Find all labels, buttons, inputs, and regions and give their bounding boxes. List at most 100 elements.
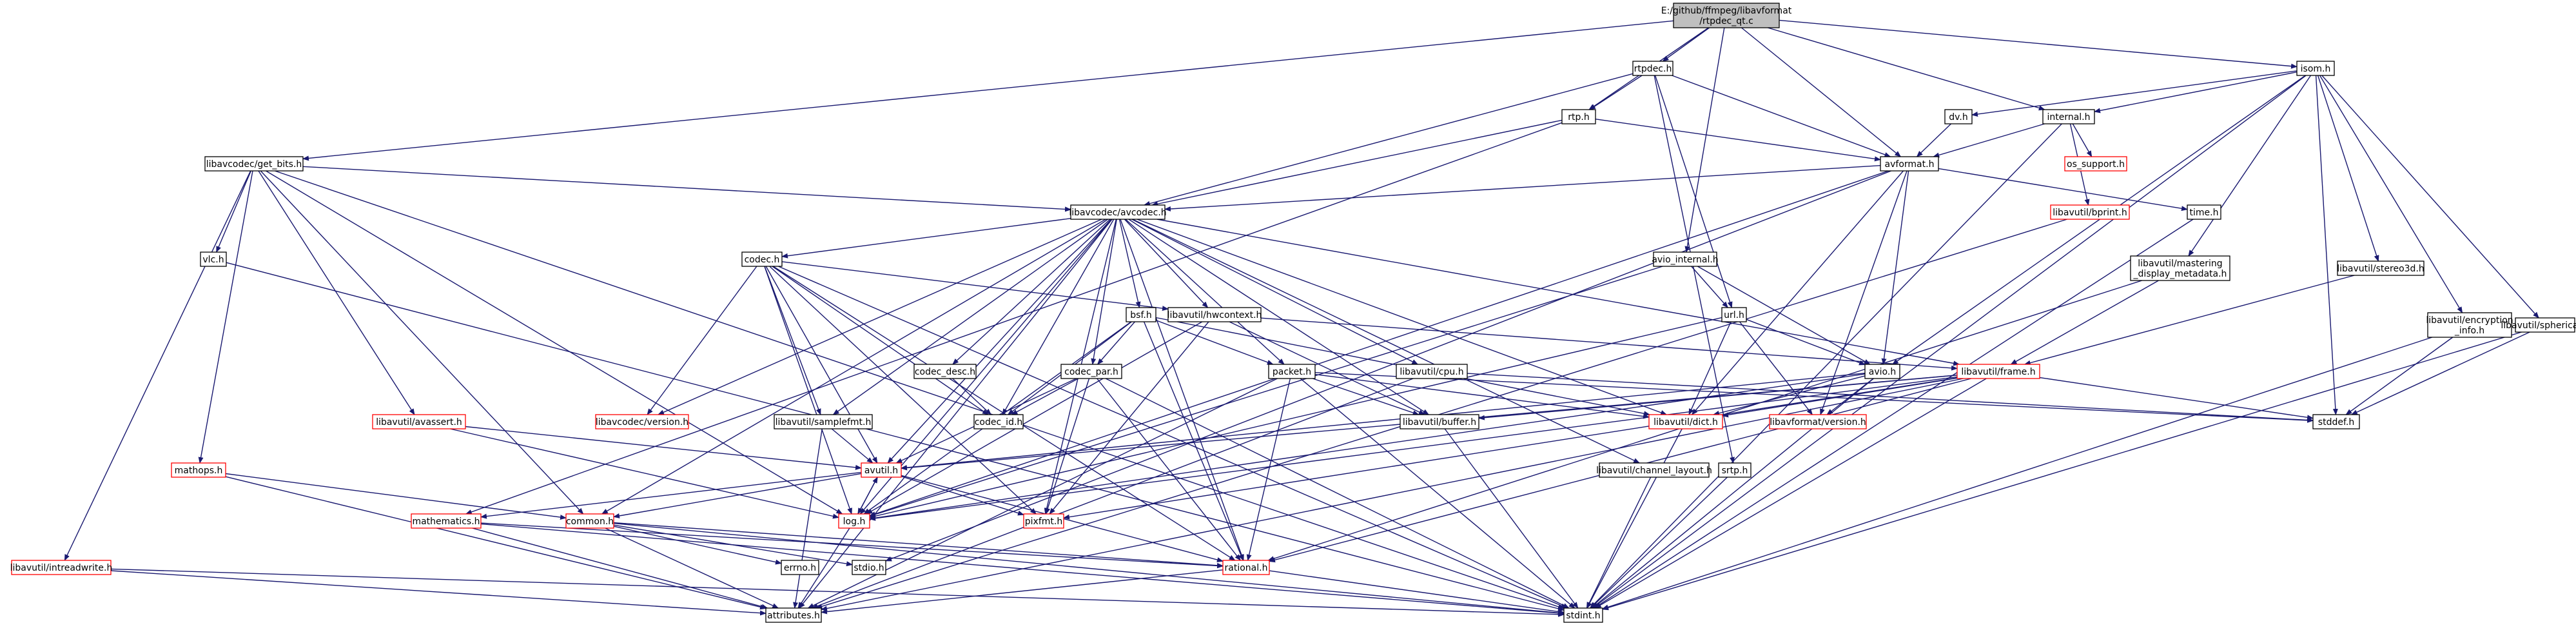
node-cpu[interactable]: libavutil/cpu.h bbox=[1396, 364, 1468, 379]
node-intreadwrite[interactable]: libavutil/intreadwrite.h bbox=[10, 560, 113, 575]
node-label: codec_par.h bbox=[1064, 367, 1118, 377]
node-label: libavutil/bprint.h bbox=[2053, 208, 2127, 218]
node-lavf_version[interactable]: libavformat/version.h bbox=[1769, 414, 1867, 429]
node-stdio[interactable]: stdio.h bbox=[852, 560, 886, 575]
node-box bbox=[1060, 364, 1122, 379]
node-avassert[interactable]: libavutil/avassert.h bbox=[372, 414, 466, 429]
edge-avcodec-to-hwcontext bbox=[1124, 219, 1209, 308]
node-box bbox=[2337, 261, 2425, 276]
edge-avcodec-to-packet bbox=[1125, 219, 1285, 365]
edge-avio_internal-to-log bbox=[869, 266, 1663, 517]
node-box bbox=[2130, 255, 2230, 281]
node-rtpdec[interactable]: rtpdec.h bbox=[1632, 61, 1673, 76]
node-lavc_version[interactable]: libavcodec/version.h bbox=[595, 414, 689, 429]
node-avcodec[interactable]: libavcodec/avcodec.h bbox=[1069, 204, 1167, 220]
node-mathematics[interactable]: mathematics.h bbox=[411, 513, 482, 529]
edge-isom-to-internal bbox=[2094, 72, 2298, 113]
node-frame[interactable]: libavutil/frame.h bbox=[1956, 364, 2040, 379]
edge-frame-to-stdint bbox=[1594, 378, 1987, 609]
node-stddef[interactable]: stddef.h bbox=[2312, 414, 2360, 429]
edge-encryption-to-stdint bbox=[1602, 337, 2433, 610]
node-stereo3d[interactable]: libavutil/stereo3d.h bbox=[2337, 261, 2425, 276]
edge-isom-to-dv bbox=[1971, 70, 2298, 117]
node-codec_desc[interactable]: codec_desc.h bbox=[913, 364, 977, 379]
node-bsf[interactable]: bsf.h bbox=[1126, 307, 1156, 322]
edge-avformat-to-log bbox=[869, 170, 1889, 517]
node-label: rational.h bbox=[1225, 563, 1268, 573]
edge-avcodec-to-common bbox=[601, 219, 1106, 515]
edge-rtpdec_qt-to-avio_internal bbox=[1684, 27, 1725, 253]
node-box bbox=[1632, 61, 1673, 76]
node-label: libavutil/frame.h bbox=[1961, 367, 2035, 377]
node-channel_layout[interactable]: libavutil/channel_layout.h bbox=[1596, 462, 1712, 478]
node-stdint[interactable]: stdint.h bbox=[1563, 607, 1603, 623]
edge-common-to-attributes bbox=[605, 527, 779, 609]
node-box bbox=[913, 364, 977, 379]
edge-url-to-dict bbox=[1688, 321, 1732, 415]
node-spherical[interactable]: libavutil/spherical.h bbox=[2501, 317, 2576, 333]
edges-layer bbox=[64, 19, 2539, 617]
node-avformat[interactable]: avformat.h bbox=[1880, 156, 1939, 172]
node-vlc[interactable]: vlc.h bbox=[200, 251, 227, 267]
node-mathops[interactable]: mathops.h bbox=[171, 462, 226, 478]
node-errno[interactable]: errno.h bbox=[781, 560, 819, 575]
node-dv[interactable]: dv.h bbox=[1944, 109, 1973, 124]
node-hwcontext[interactable]: libavutil/hwcontext.h bbox=[1167, 307, 1262, 322]
node-label: E:/github/ffmpeg/libavformat bbox=[1661, 6, 1792, 16]
node-bprint[interactable]: libavutil/bprint.h bbox=[2050, 204, 2130, 220]
edge-codec-to-hwcontext bbox=[781, 261, 1169, 311]
node-box bbox=[1126, 307, 1156, 322]
edge-buffer-to-stdint bbox=[1444, 428, 1579, 609]
node-get_bits[interactable]: libavcodec/get_bits.h bbox=[204, 156, 304, 172]
node-label: mathops.h bbox=[175, 466, 223, 476]
edge-avcodec-to-samplefmt bbox=[832, 219, 1108, 415]
node-label: libavutil/mastering bbox=[2138, 259, 2222, 269]
node-samplefmt[interactable]: libavutil/samplefmt.h bbox=[774, 414, 873, 429]
edge-common-to-stdint bbox=[613, 522, 1565, 616]
node-isom[interactable]: isom.h bbox=[2296, 61, 2335, 76]
edge-codec-to-avutil bbox=[765, 266, 878, 464]
node-codec_par[interactable]: codec_par.h bbox=[1060, 364, 1122, 379]
node-rtpdec_qt[interactable]: E:/github/ffmpeg/libavformat/rtpdec_qt.c bbox=[1661, 3, 1792, 28]
edge-avio_internal-to-avio bbox=[1697, 266, 1871, 365]
node-os_support[interactable]: os_support.h bbox=[2064, 156, 2127, 172]
node-attributes[interactable]: attributes.h bbox=[765, 607, 822, 623]
edge-codec_par-to-codec_id bbox=[1011, 378, 1079, 415]
node-pixfmt[interactable]: pixfmt.h bbox=[1023, 513, 1064, 529]
node-codec_id[interactable]: codec_id.h bbox=[973, 414, 1024, 429]
node-codec[interactable]: codec.h bbox=[741, 251, 783, 267]
node-log[interactable]: log.h bbox=[838, 513, 870, 529]
node-box bbox=[1864, 364, 1900, 379]
edge-cpu-to-stddef bbox=[1467, 373, 2314, 423]
node-box bbox=[372, 414, 466, 429]
node-mastering[interactable]: libavutil/mastering_display_metadata.h bbox=[2130, 255, 2230, 281]
edge-hwcontext-to-pixfmt bbox=[1049, 321, 1209, 515]
node-avio_internal[interactable]: avio_internal.h bbox=[1652, 251, 1719, 267]
node-rational[interactable]: rational.h bbox=[1222, 560, 1270, 575]
edge-codec_par-to-rational bbox=[1097, 378, 1241, 561]
node-box bbox=[1956, 364, 2040, 379]
node-label: _info.h bbox=[2454, 326, 2484, 336]
node-avio[interactable]: avio.h bbox=[1864, 364, 1900, 379]
edge-packet-to-dict bbox=[1314, 373, 1650, 419]
node-srtp[interactable]: srtp.h bbox=[1718, 462, 1751, 478]
edge-log-to-avutil bbox=[857, 477, 878, 515]
node-encryption[interactable]: libavutil/encryption_info.h bbox=[2426, 312, 2513, 338]
node-avutil[interactable]: avutil.h bbox=[861, 462, 902, 478]
node-packet[interactable]: packet.h bbox=[1268, 364, 1316, 379]
node-buffer[interactable]: libavutil/buffer.h bbox=[1400, 414, 1479, 429]
node-internal[interactable]: internal.h bbox=[2042, 109, 2095, 124]
node-rtp[interactable]: rtp.h bbox=[1561, 109, 1596, 124]
node-label: libavutil/samplefmt.h bbox=[776, 417, 872, 428]
node-label: libavutil/cpu.h bbox=[1400, 367, 1463, 377]
node-label: vlc.h bbox=[202, 255, 224, 265]
edge-rtpdec_qt-to-internal bbox=[1768, 27, 2045, 111]
edge-get_bits-to-log bbox=[266, 170, 843, 515]
node-label: mathematics.h bbox=[412, 517, 480, 527]
node-url[interactable]: url.h bbox=[1721, 307, 1747, 322]
node-time[interactable]: time.h bbox=[2187, 204, 2221, 220]
node-box bbox=[1673, 3, 1780, 28]
node-dict[interactable]: libavutil/dict.h bbox=[1648, 414, 1723, 429]
node-common[interactable]: common.h bbox=[565, 513, 614, 529]
edge-packet-to-stdint bbox=[1300, 378, 1576, 609]
